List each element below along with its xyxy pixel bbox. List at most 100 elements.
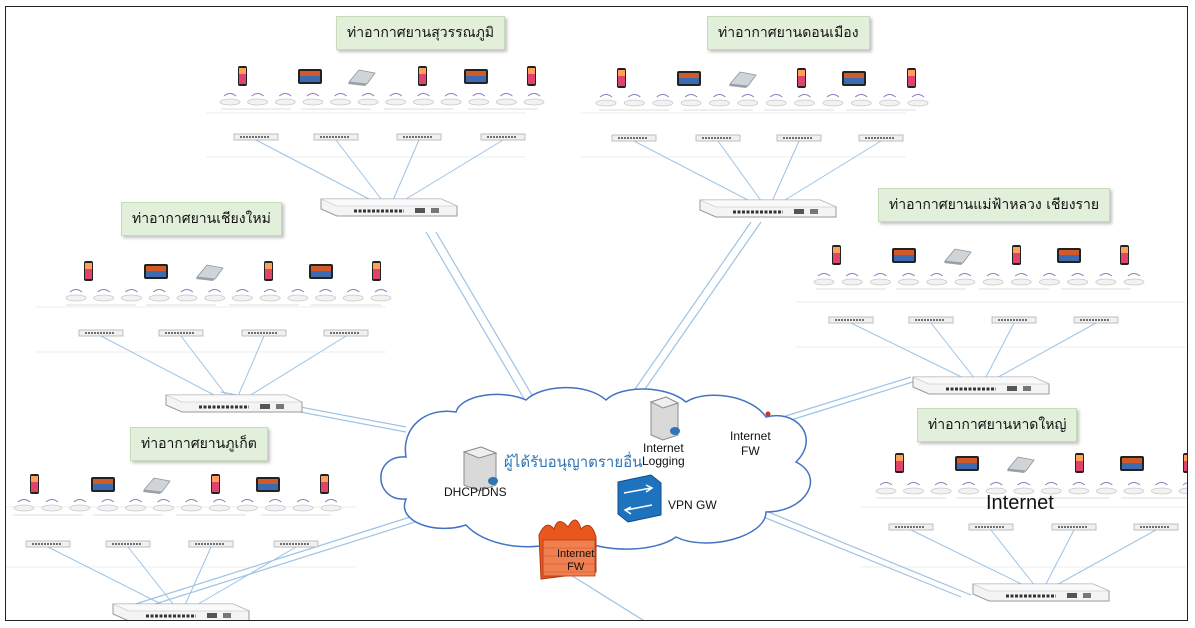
network-cloud (380, 386, 812, 550)
fw-port-marker (765, 411, 771, 417)
tablet-icon (955, 456, 979, 471)
wireless-access-point-icon (595, 94, 617, 107)
wireless-access-point-icon (523, 93, 545, 106)
wireless-access-point-icon (1067, 273, 1089, 286)
switch-uplink-line (238, 335, 265, 396)
wireless-access-point-icon (652, 94, 674, 107)
wireless-access-point-icon (1178, 482, 1187, 495)
wireless-access-point-icon (926, 273, 948, 286)
laptop-icon (1007, 456, 1035, 473)
wireless-access-point-icon (247, 93, 269, 106)
wireless-access-point-icon (680, 94, 702, 107)
wireless-access-point-icon (495, 93, 517, 106)
smartphone-icon (30, 474, 39, 494)
smartphone-icon (907, 68, 916, 88)
uplink-line (635, 221, 762, 403)
switch-uplink-line (633, 140, 749, 201)
network-diagram (6, 66, 1187, 620)
smartphone-icon (372, 261, 381, 281)
switch-uplink-line (990, 529, 1034, 585)
access-switch-icon (105, 540, 151, 548)
switch-uplink-line (930, 322, 974, 378)
uplink-line (755, 506, 972, 596)
wireless-access-point-icon (259, 289, 281, 302)
internet-fw-label: Internet FW (730, 429, 771, 458)
access-switch-icon (78, 329, 124, 337)
site-label-phuket: ท่าอากาศยานภูเก็ต (130, 427, 268, 461)
diagram-frame: ท่าอากาศยานสุวรรณภูมิ ท่าอากาศยานดอนเมือ… (5, 6, 1188, 621)
switch-uplink-line (127, 546, 174, 605)
switch-uplink-line (1045, 529, 1075, 585)
smartphone-icon (895, 453, 904, 473)
wireless-access-point-icon (1123, 273, 1145, 286)
laptop-icon (143, 477, 171, 494)
wireless-access-point-icon (879, 94, 901, 107)
edge-firewall-label: Internet FW (557, 548, 595, 573)
wireless-access-point-icon (1123, 482, 1145, 495)
core-switch-icon (165, 394, 303, 413)
smartphone-icon (1120, 245, 1129, 265)
switch-uplink-line (985, 322, 1015, 378)
access-switch-icon (313, 133, 359, 141)
tablet-icon (256, 477, 280, 492)
wireless-access-point-icon (204, 289, 226, 302)
switch-uplink-line (197, 546, 297, 605)
tablet-icon (1120, 456, 1144, 471)
access-switch-icon (991, 316, 1037, 324)
wireless-access-point-icon (1068, 482, 1090, 495)
laptop-icon (729, 71, 757, 88)
switch-uplink-line (784, 140, 882, 201)
access-switch-icon (908, 316, 954, 324)
access-switch-icon (158, 329, 204, 337)
wireless-access-point-icon (958, 482, 980, 495)
wireless-access-point-icon (385, 93, 407, 106)
internet-logging-label: Internet Logging (642, 441, 685, 468)
wireless-access-point-icon (330, 93, 351, 106)
access-switch-icon (188, 540, 234, 548)
site-label-chiang-rai: ท่าอากาศยานแม่ฟ้าหลวง เชียงราย (878, 188, 1111, 222)
wireless-access-point-icon (315, 289, 336, 302)
wireless-access-point-icon (709, 94, 730, 107)
laptop-icon (348, 69, 376, 86)
dhcp-dns-label: DHCP/DNS (444, 485, 507, 499)
access-switch-icon (480, 133, 526, 141)
wireless-access-point-icon (440, 93, 462, 106)
wireless-access-point-icon (623, 94, 645, 107)
switch-uplink-line (910, 529, 1022, 585)
wireless-access-point-icon (292, 499, 314, 512)
wireless-access-point-icon (370, 289, 392, 302)
wireless-access-point-icon (822, 94, 844, 107)
core-switch-icon (972, 583, 1110, 602)
smartphone-icon (1012, 245, 1021, 265)
wireless-access-point-icon (841, 273, 863, 286)
access-switch-icon (968, 523, 1014, 531)
switch-uplink-line (1058, 529, 1157, 585)
switch-uplink-line (393, 139, 420, 200)
wireless-access-point-icon (176, 289, 198, 302)
wireless-access-point-icon (1040, 482, 1062, 495)
wireless-access-point-icon (930, 482, 952, 495)
laptop-icon (944, 248, 972, 265)
access-switch-icon (1133, 523, 1179, 531)
smartphone-icon (832, 245, 841, 265)
uplink-line (565, 571, 644, 620)
wireless-access-point-icon (41, 499, 63, 512)
access-switch-icon (396, 133, 442, 141)
uplink-line (425, 231, 527, 403)
core-switch-icon (699, 199, 837, 218)
wireless-access-point-icon (875, 482, 897, 495)
core-switch-icon (320, 198, 458, 217)
smartphone-icon (320, 474, 329, 494)
wireless-access-point-icon (320, 499, 342, 512)
wireless-access-point-icon (274, 93, 296, 106)
wireless-access-point-icon (907, 94, 929, 107)
vpn-gw-label: VPN GW (668, 498, 717, 512)
tablet-icon (842, 71, 866, 86)
uplink-line (775, 376, 912, 420)
wireless-access-point-icon (13, 499, 35, 512)
tablet-icon (1057, 248, 1081, 263)
access-switch-icon (323, 329, 369, 337)
wireless-access-point-icon (1151, 482, 1172, 495)
site-label-don-mueang: ท่าอากาศยานดอนเมือง (707, 16, 870, 50)
wireless-access-point-icon (737, 94, 759, 107)
